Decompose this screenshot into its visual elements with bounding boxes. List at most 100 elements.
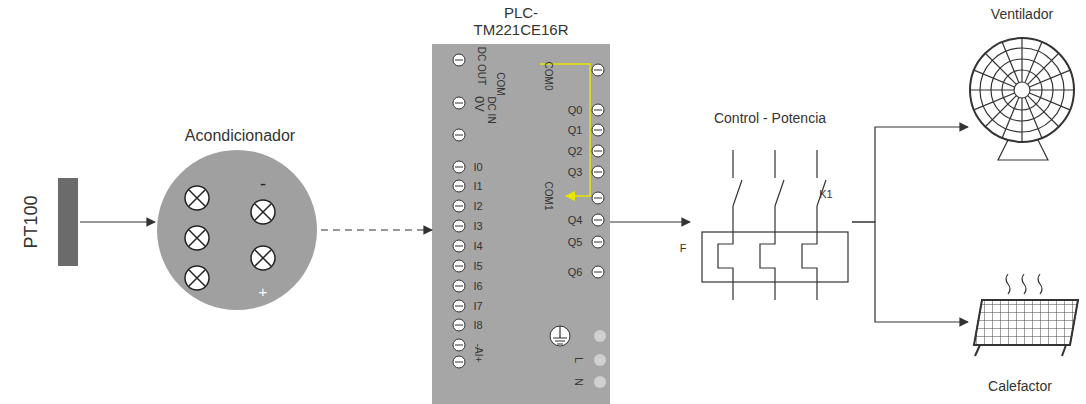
pin-label: Q4 xyxy=(568,215,583,226)
contactor-symbol xyxy=(733,150,817,178)
plc-terminal xyxy=(455,362,463,363)
terminal-screw xyxy=(251,246,275,270)
fan-illustration xyxy=(1014,82,1030,98)
heater-illustration xyxy=(1006,274,1042,294)
pin-label: COM1 xyxy=(543,182,553,211)
sensor: PT100 xyxy=(12,176,80,268)
fan-illustration xyxy=(974,70,1015,87)
fan-illustration xyxy=(1028,53,1059,84)
plc-terminal xyxy=(453,260,465,272)
plc-terminal xyxy=(592,266,604,278)
pin-label: Q6 xyxy=(568,267,583,278)
plc-terminal xyxy=(592,145,604,157)
plc-body xyxy=(432,44,610,404)
plc-terminal xyxy=(594,151,602,152)
plc-ground-and-leds xyxy=(594,330,606,342)
contactor-symbol xyxy=(702,150,848,300)
connector-arrow xyxy=(321,229,432,230)
contactor-symbol xyxy=(733,206,817,232)
fan-illustration xyxy=(985,53,1016,84)
contactor-symbol xyxy=(733,282,817,300)
pin-label: I4 xyxy=(473,241,482,252)
fan-illustration xyxy=(998,140,1048,160)
sensor-name: PT100 xyxy=(21,195,42,248)
fan-illustration xyxy=(1021,38,1022,82)
sensor-bar xyxy=(58,178,78,266)
pin-label: COM xyxy=(495,72,505,95)
pin-label: I8 xyxy=(473,320,482,331)
plc-terminal xyxy=(592,64,604,76)
fan: Ventilador xyxy=(968,2,1080,164)
conditioner-body xyxy=(157,150,317,310)
plc-terminal xyxy=(592,124,604,136)
heater-illustration xyxy=(974,274,1078,356)
pin-label: N xyxy=(573,378,584,386)
terminal-screw xyxy=(189,190,205,206)
conditioner-title: Acondicionador xyxy=(185,127,295,145)
pin-label: I0 xyxy=(473,162,482,173)
connector-arrow xyxy=(852,127,968,222)
plc-terminal xyxy=(453,356,465,368)
plc-terminal xyxy=(453,54,465,66)
terminal-screw xyxy=(189,230,205,246)
plc-terminal xyxy=(453,319,465,331)
plc-terminal xyxy=(455,206,463,207)
plc-terminal xyxy=(453,54,604,368)
plc-terminal xyxy=(453,129,465,141)
heater-label: Calefactor xyxy=(988,378,1052,394)
plc-terminal xyxy=(455,286,463,287)
plc-terminal xyxy=(594,220,602,221)
plc-terminal xyxy=(453,280,465,292)
terminal-screw xyxy=(251,200,275,224)
plc-body xyxy=(432,44,610,404)
pin-label: L xyxy=(573,357,584,363)
terminal-screw xyxy=(185,186,275,290)
plc-ground-and-leds xyxy=(550,326,570,346)
power-control: Control - Potencia xyxy=(690,108,852,304)
plc-terminal xyxy=(594,198,602,199)
plc: PLC- TM221CE16R xyxy=(432,0,610,404)
contactor-symbol xyxy=(733,180,826,206)
plc-terminal xyxy=(455,186,463,187)
plc-terminal xyxy=(455,306,463,307)
heater-illustration xyxy=(974,300,1078,345)
plc-terminal xyxy=(453,97,465,109)
plc-terminal xyxy=(594,242,602,243)
heater: Calefactor xyxy=(968,272,1080,400)
pin-label: I1 xyxy=(473,181,482,192)
plc-terminal xyxy=(453,240,465,252)
connector-arrow xyxy=(610,221,690,222)
plc-terminal xyxy=(455,167,463,168)
control-title: Control - Potencia xyxy=(714,110,826,126)
pin-label: F xyxy=(680,243,687,254)
fan-illustration xyxy=(970,89,1014,90)
plc-terminal xyxy=(453,200,465,212)
heater-illustration xyxy=(974,300,1078,345)
pin-label: I3 xyxy=(473,221,482,232)
plc-terminal xyxy=(594,172,602,173)
contactor-symbol xyxy=(802,232,817,282)
pin-label: K1 xyxy=(819,189,832,200)
connector-arrow xyxy=(80,221,155,222)
contactor-symbol xyxy=(718,232,733,282)
plc-terminal xyxy=(455,103,463,104)
polarity-sign: - xyxy=(260,174,266,195)
pin-label: I6 xyxy=(473,281,482,292)
contactor-symbol xyxy=(760,232,775,282)
pin-label: -AI+ xyxy=(473,344,483,363)
terminal-screw xyxy=(189,270,205,286)
pin-label: Q3 xyxy=(568,167,583,178)
pin-label: Q0 xyxy=(568,105,583,116)
pin-label: Q1 xyxy=(568,125,583,136)
fan-illustration xyxy=(970,38,1074,160)
fan-illustration xyxy=(1029,93,1070,110)
pin-label: I5 xyxy=(473,261,482,272)
plc-terminal xyxy=(455,60,463,61)
contactor-symbol xyxy=(702,232,848,282)
plc-terminal xyxy=(455,325,463,326)
polarity-sign: + xyxy=(259,283,268,300)
terminal-screw xyxy=(255,250,271,266)
plc-terminal xyxy=(594,70,602,71)
fan-label: Ventilador xyxy=(991,6,1053,22)
plc-terminal xyxy=(592,214,604,226)
